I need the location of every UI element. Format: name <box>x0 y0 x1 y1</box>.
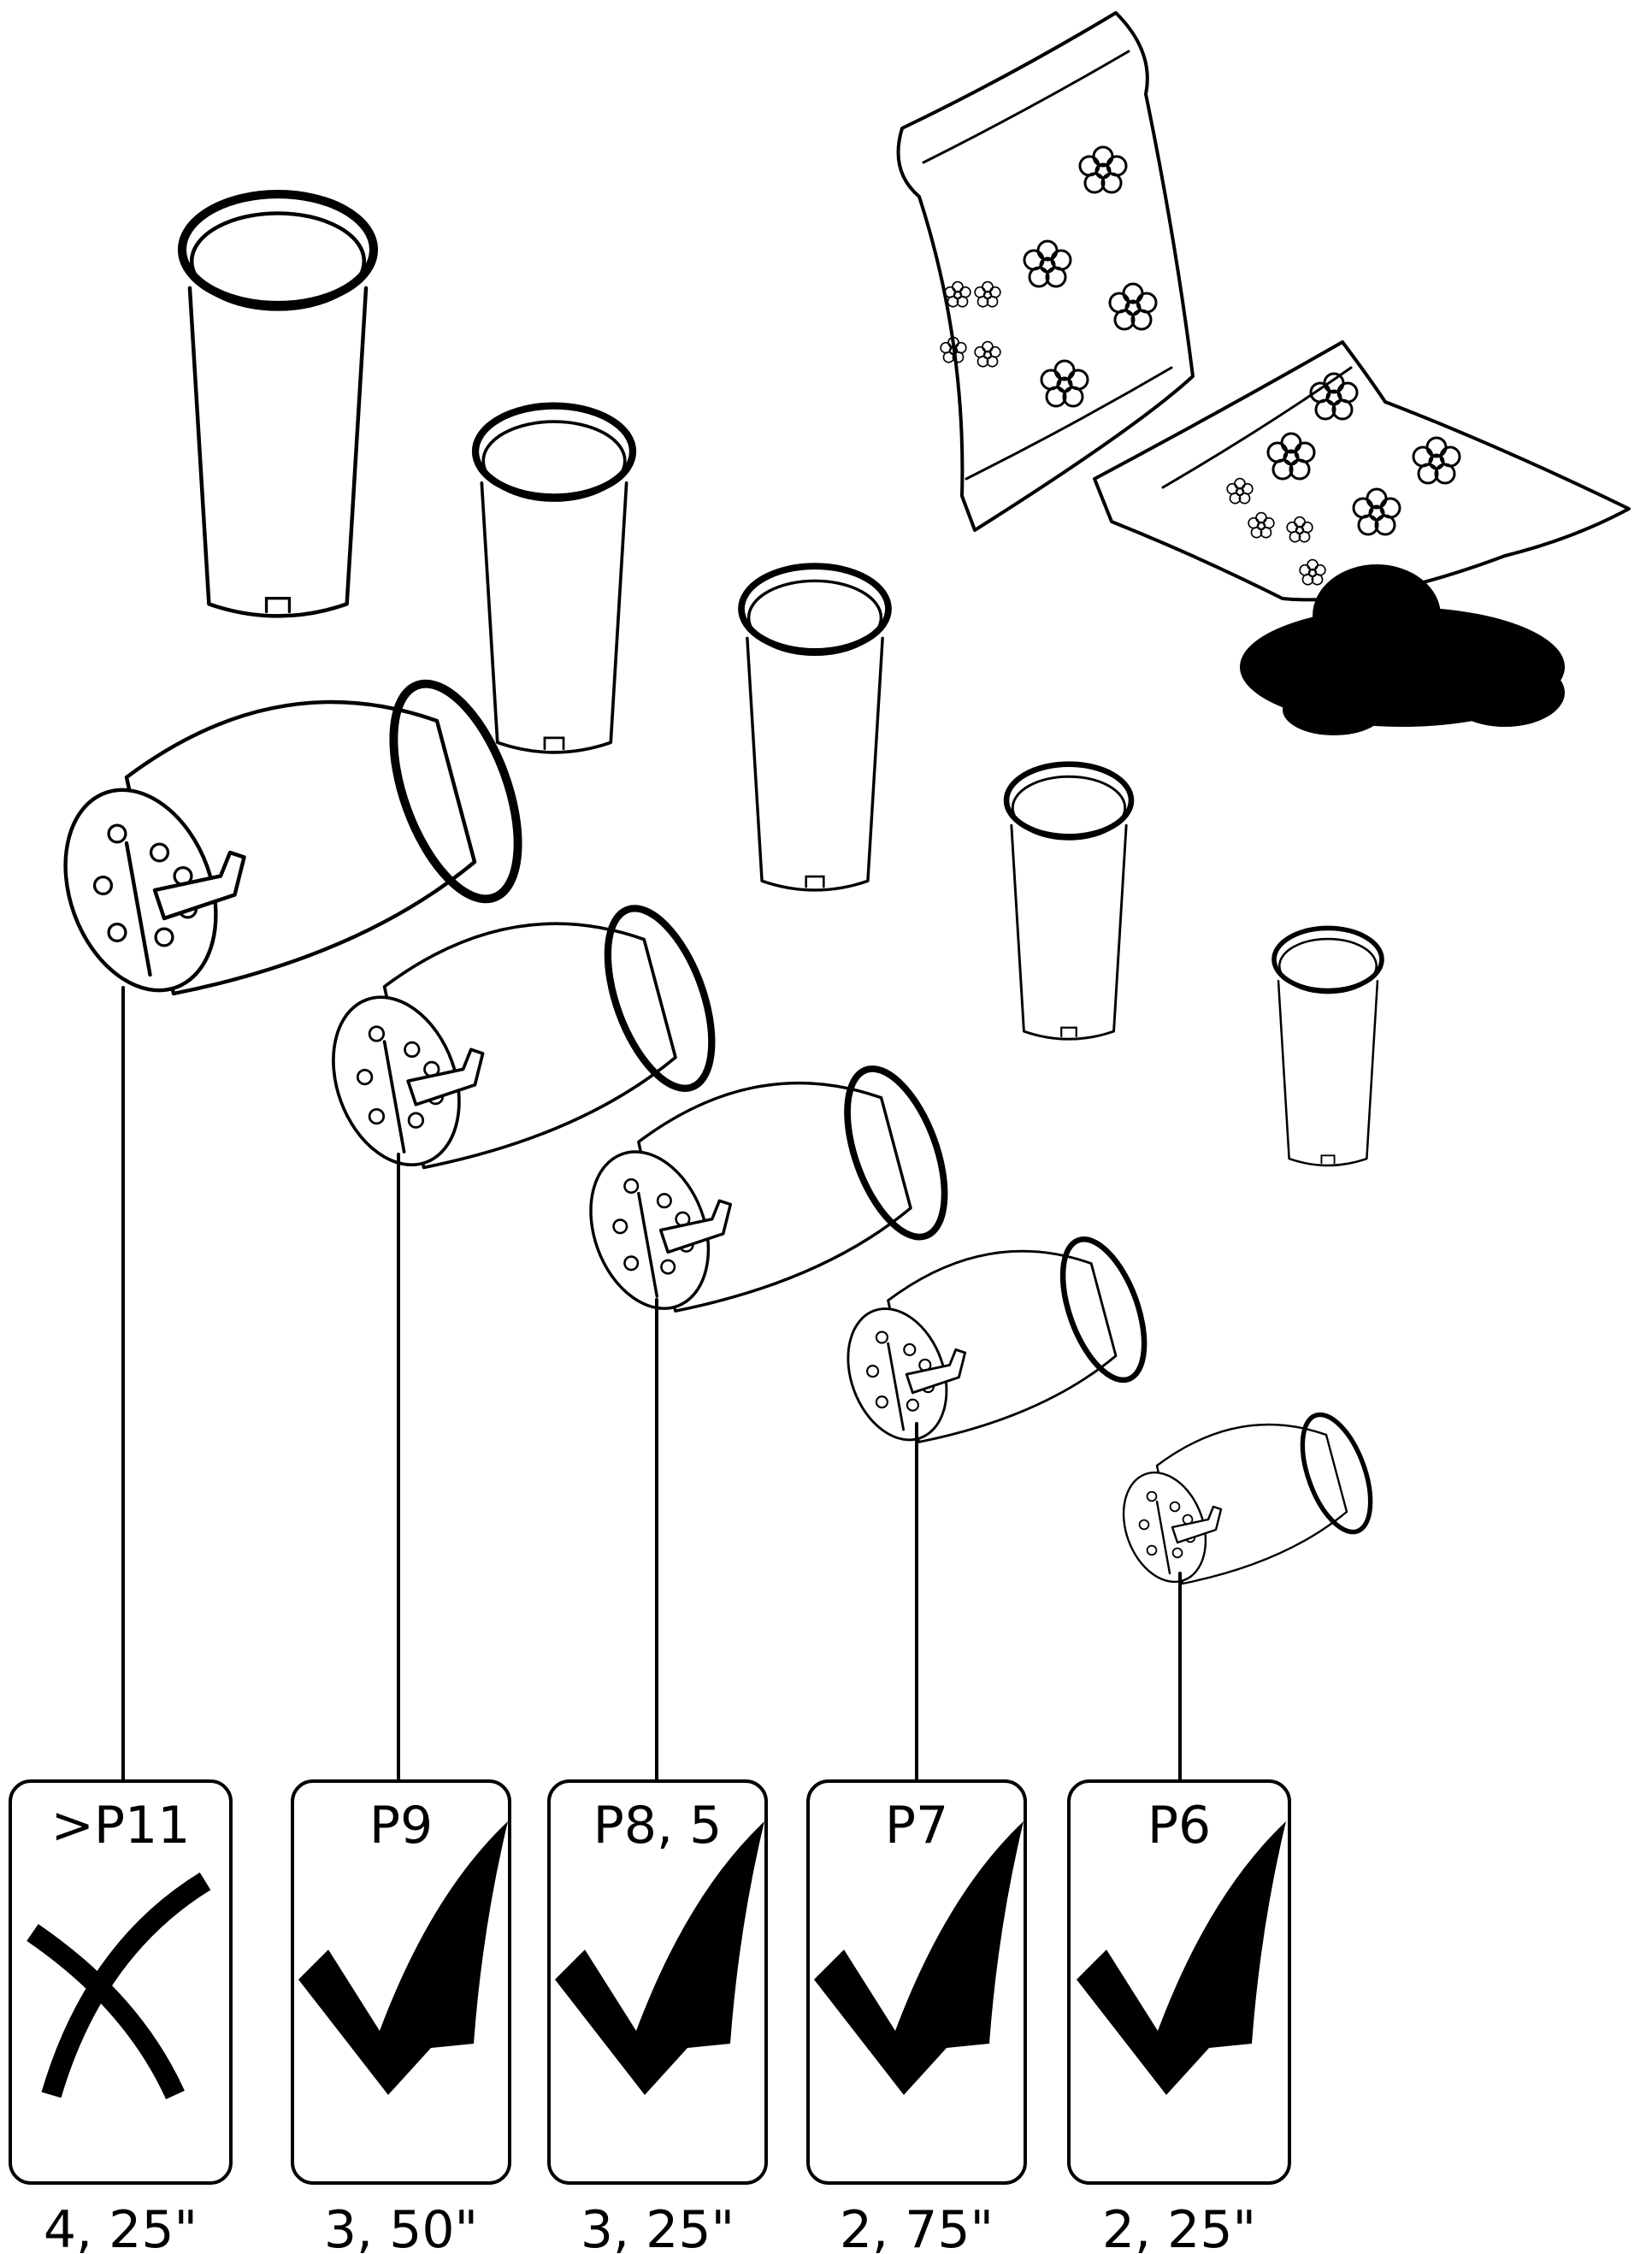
size-card-p9: P9 3, 50" <box>292 1781 510 2254</box>
size-card-p6: P6 2, 25" <box>1069 1781 1289 2254</box>
tipped-pot-p7 <box>831 1229 1161 1454</box>
size-card-p7: P7 2, 75" <box>808 1781 1025 2254</box>
tipped-pot-p85 <box>570 1056 965 1325</box>
size-card-p85: P8, 5 3, 25" <box>549 1781 766 2254</box>
card-size: 2, 75" <box>840 2200 994 2254</box>
size-card-p11: >P11 4, 25" <box>10 1781 231 2254</box>
tipped-pot-p6 <box>1109 1406 1384 1593</box>
card-size: 4, 25" <box>44 2200 198 2254</box>
card-code: P9 <box>369 1796 433 1856</box>
card-size: 3, 25" <box>581 2200 735 2254</box>
card-code: P8, 5 <box>593 1796 723 1856</box>
upright-pot-1 <box>182 194 374 616</box>
upright-pot-2 <box>475 406 633 752</box>
upright-pot-4 <box>1006 764 1131 1040</box>
card-size: 2, 25" <box>1102 2200 1256 2254</box>
upright-pot-3 <box>741 566 888 890</box>
upright-pot-5 <box>1274 928 1382 1165</box>
card-size: 3, 50" <box>324 2200 478 2254</box>
card-code: P6 <box>1148 1796 1211 1856</box>
card-code: >P11 <box>51 1796 191 1856</box>
card-code: P7 <box>885 1796 948 1856</box>
